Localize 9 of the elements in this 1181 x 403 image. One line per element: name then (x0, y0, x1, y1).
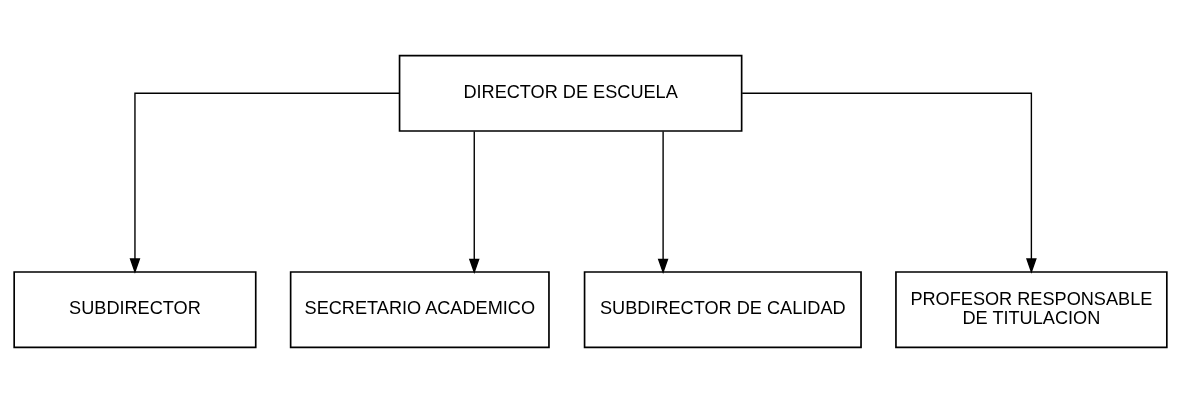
node-box: SECRETARIO ACADEMICO (289, 271, 550, 349)
arrow (741, 92, 1037, 274)
arrow (129, 92, 400, 274)
arrow (468, 130, 480, 274)
arrow (657, 130, 669, 274)
node-box: DIRECTOR DE ESCUELA (398, 54, 743, 132)
node-box: PROFESOR RESPONSABLE DE TITULACION (895, 271, 1168, 349)
node-box: SUBDIRECTOR DE CALIDAD (583, 271, 862, 349)
node-box: SUBDIRECTOR (13, 271, 257, 349)
